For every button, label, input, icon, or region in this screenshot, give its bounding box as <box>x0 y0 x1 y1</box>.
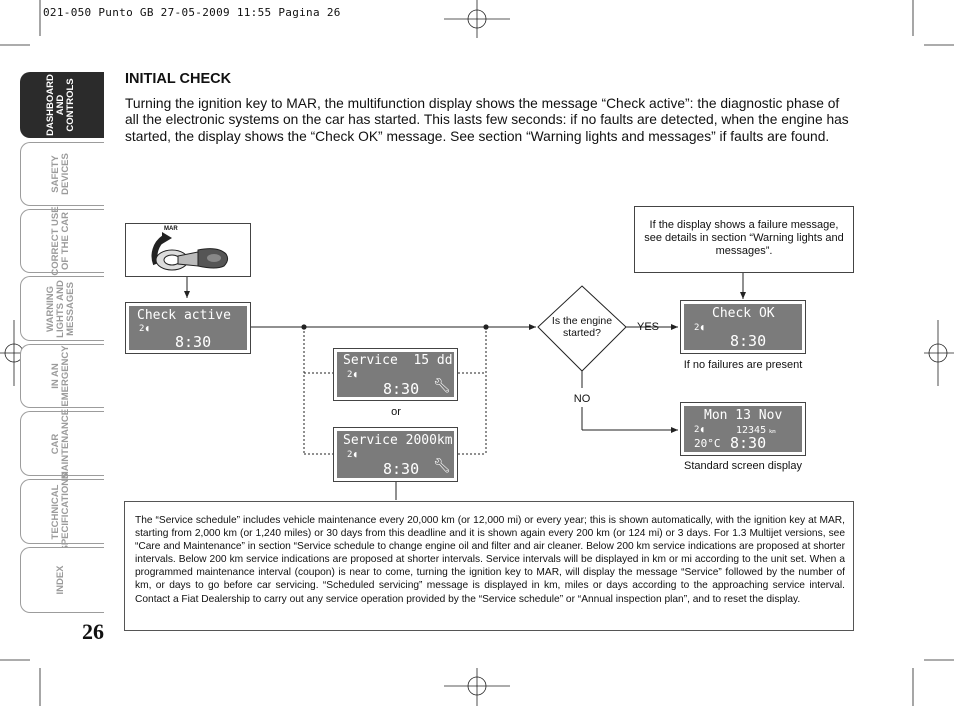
display-clock: 8:30 <box>175 333 212 351</box>
fuel-level-icon: 2◖ <box>694 323 705 333</box>
fuel-level-icon: 2◖ <box>347 370 358 380</box>
outside-temperature: 20°C <box>694 437 721 450</box>
display-message: Service 2000km <box>343 433 453 448</box>
display-service-km: Service 2000km 2◖ 8:30 🔧︎ <box>333 427 458 482</box>
display-clock: 8:30 <box>383 380 420 398</box>
print-header: 021-050 Punto GB 27-05-2009 11:55 Pagina… <box>43 6 341 19</box>
display-clock: 8:30 <box>730 332 767 350</box>
display-clock: 8:30 <box>730 434 767 452</box>
failure-note-text: If the display shows a failure message, … <box>644 219 844 257</box>
tab-dashboard-and-controls[interactable]: DASHBOARD AND CONTROLS <box>20 72 104 138</box>
odometer-value: 12345 <box>736 425 767 436</box>
tab-safety-devices[interactable]: SAFETY DEVICES <box>20 142 104 206</box>
display-check-ok: Check OK 2◖ 8:30 <box>680 300 806 354</box>
failure-message-note: If the display shows a failure message, … <box>634 206 854 273</box>
fuel-level-icon: 2◖ <box>347 450 358 460</box>
key-position-label: MAR <box>164 226 178 232</box>
display-message: Check active <box>137 308 231 323</box>
tab-technical-specifications[interactable]: TECHNICAL SPECIFICATIONS <box>20 472 104 551</box>
intro-paragraph: Turning the ignition key to MAR, the mul… <box>125 96 849 144</box>
no-label: NO <box>573 393 591 405</box>
ignition-key-illustration: MAR <box>125 223 251 277</box>
section-title: INITIAL CHECK <box>125 71 232 87</box>
page-number: 26 <box>82 619 104 644</box>
odometer-unit: km <box>769 429 776 435</box>
decision-engine-started: Is the engine started? <box>551 315 613 339</box>
ignition-key-icon <box>151 232 229 271</box>
display-service-days: Service 15 dd 2◖ 8:30 🔧︎ <box>333 348 458 401</box>
wrench-icon: 🔧︎ <box>433 458 451 474</box>
display-date: Mon 13 Nov <box>704 408 783 423</box>
display-clock: 8:30 <box>383 460 420 478</box>
yes-label: YES <box>636 321 659 333</box>
tab-car-maintenance[interactable]: CAR MAINTENANCE <box>20 408 104 479</box>
display-standard: Mon 13 Nov 2◖ 12345 km 20°C 8:30 <box>680 402 806 456</box>
or-label: or <box>391 406 401 418</box>
tab-index[interactable]: INDEX <box>20 547 104 613</box>
standard-caption: Standard screen display <box>683 460 802 472</box>
display-message: Check OK <box>712 306 775 321</box>
tab-correct-use[interactable]: CORRECT USE OF THE CAR <box>20 206 104 276</box>
service-schedule-note: The “Service schedule” includes vehicle … <box>124 501 854 631</box>
wrench-icon: 🔧︎ <box>433 378 451 394</box>
service-schedule-text: The “Service schedule” includes vehicle … <box>135 515 845 605</box>
display-check-active: Check active 2◖ 8:30 <box>125 302 251 354</box>
tab-emergency[interactable]: IN AN EMERGENCY <box>20 344 104 408</box>
fuel-level-icon: 2◖ <box>139 324 150 334</box>
tab-warning-lights[interactable]: WARNING LIGHTS AND MESSAGES <box>20 276 104 341</box>
check-ok-caption: If no failures are present <box>683 359 803 371</box>
fuel-level-icon: 2◖ <box>694 425 705 435</box>
display-message: Service 15 dd <box>343 353 453 368</box>
